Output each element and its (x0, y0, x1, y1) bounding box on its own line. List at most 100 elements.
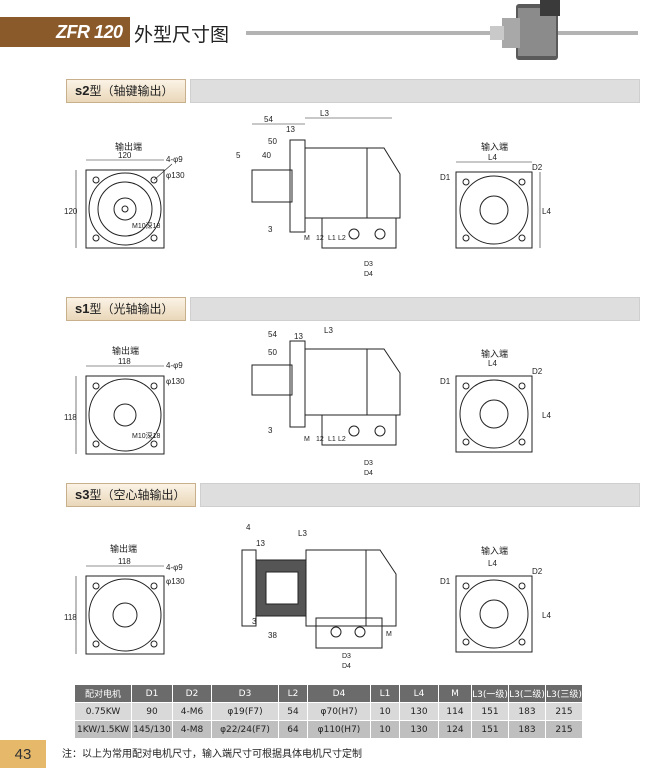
svg-text:L1: L1 (328, 235, 336, 242)
model-title: ZFR 120 (56, 22, 123, 42)
svg-text:50: 50 (268, 137, 277, 146)
svg-text:4-φ9: 4-φ9 (166, 563, 183, 572)
svg-text:13: 13 (286, 125, 295, 134)
svg-text:M: M (304, 436, 310, 443)
table-cell: 183 (508, 720, 546, 739)
svg-text:L4: L4 (488, 559, 497, 568)
svg-text:3: 3 (252, 617, 257, 626)
table-header: D2 (172, 684, 212, 703)
svg-text:D2: D2 (532, 367, 543, 376)
svg-text:D4: D4 (364, 470, 373, 477)
svg-text:D3: D3 (364, 261, 373, 268)
svg-text:4-φ9: 4-φ9 (166, 155, 183, 164)
input-end-label: 输入端 (481, 143, 509, 153)
table-cell: 114 (438, 702, 472, 721)
svg-text:13: 13 (256, 539, 265, 548)
table-cell: φ70(H7) (307, 702, 371, 721)
table-row: 0.75KW 90 4-M6 φ19(F7) 54 φ70(H7) 10 130… (74, 702, 583, 721)
svg-text:118: 118 (118, 557, 131, 566)
header-block (0, 17, 130, 47)
table-cell: 90 (131, 702, 173, 721)
svg-text:M: M (386, 631, 392, 638)
table-header: L1 (370, 684, 400, 703)
svg-text:D1: D1 (440, 377, 451, 386)
svg-text:L4: L4 (542, 411, 551, 420)
table-header: L3(二级) (508, 684, 546, 703)
table-header: D3 (211, 684, 279, 703)
svg-text:118: 118 (64, 613, 77, 622)
svg-text:L4: L4 (488, 359, 497, 368)
side-view-s1: 54 13 L3 50 3 12 M D3 D4 L1 L2 (251, 326, 401, 477)
svg-text:L4: L4 (542, 611, 551, 620)
svg-text:D1: D1 (440, 577, 451, 586)
table-cell: 130 (399, 720, 439, 739)
svg-text:L2: L2 (338, 436, 346, 443)
svg-text:L4: L4 (542, 207, 551, 216)
table-cell: 130 (399, 702, 439, 721)
svg-text:M10深18: M10深18 (132, 221, 161, 230)
svg-text:12: 12 (316, 436, 324, 443)
table-cell: 64 (278, 720, 308, 739)
section-bar-s2 (190, 79, 640, 103)
table-cell: φ22/24(F7) (211, 720, 279, 739)
svg-text:12: 12 (316, 235, 324, 242)
svg-text:3: 3 (268, 225, 273, 234)
svg-text:40: 40 (262, 151, 271, 160)
svg-text:D3: D3 (342, 653, 351, 660)
svg-text:D4: D4 (364, 271, 373, 278)
output-flange-view-s1: 118 118 4-φ9 φ130 M10深18 (64, 357, 185, 455)
table-row: 1KW/1.5KW 145/130 4-M8 φ22/24(F7) 64 φ11… (74, 720, 583, 739)
svg-text:L1: L1 (328, 436, 336, 443)
table-header: L3(三级) (545, 684, 583, 703)
table-cell: 151 (471, 720, 509, 739)
gearbox-photo (490, 0, 560, 60)
svg-text:54: 54 (264, 115, 273, 124)
spec-table: 配对电机 D1 D2 D3 L2 D4 L1 L4 M L3(一级) L3(二级… (74, 684, 583, 739)
table-header-row: 配对电机 D1 D2 D3 L2 D4 L1 L4 M L3(一级) L3(二级… (74, 684, 583, 703)
svg-text:M: M (304, 235, 310, 242)
input-end-label: 输入端 (481, 350, 509, 360)
svg-text:φ130: φ130 (166, 377, 185, 386)
svg-text:L3: L3 (320, 110, 329, 118)
svg-text:50: 50 (268, 348, 277, 357)
svg-text:120: 120 (64, 207, 78, 216)
section-tag-s1: s1型（光轴输出） (66, 297, 186, 321)
svg-text:D2: D2 (532, 567, 543, 576)
table-cell: 151 (471, 702, 509, 721)
input-flange-view-s1: L4 D1 D2 L4 (440, 359, 551, 453)
table-cell: 145/130 (131, 720, 173, 739)
svg-text:L3: L3 (324, 326, 333, 335)
output-flange-view-s3: 118 118 4-φ9 φ130 (64, 557, 185, 655)
svg-text:54: 54 (268, 330, 277, 339)
table-header: D4 (307, 684, 371, 703)
svg-text:L3: L3 (298, 529, 307, 538)
section-tag-s3: s3型（空心轴输出） (66, 483, 196, 507)
section-bar-s1 (190, 297, 640, 321)
section-bar-s3 (200, 483, 640, 507)
input-flange-view-s3: L4 D1 D2 L4 (440, 559, 551, 653)
svg-text:118: 118 (64, 413, 77, 422)
table-cell: 10 (370, 702, 400, 721)
table-cell: 215 (545, 702, 583, 721)
section-tag-s2: s2型（轴键输出） (66, 79, 186, 103)
svg-text:D4: D4 (342, 663, 351, 670)
table-cell: 4-M8 (172, 720, 212, 739)
table-cell: 215 (545, 720, 583, 739)
table-header: 配对电机 (74, 684, 132, 703)
svg-text:D2: D2 (532, 163, 543, 172)
svg-text:5: 5 (236, 151, 241, 160)
output-end-label: 输出端 (112, 347, 140, 357)
output-end-label: 输出端 (110, 545, 138, 555)
footnote: 注：以上为常用配对电机尺寸，输入端尺寸可根据具体电机尺寸定制 (62, 749, 362, 760)
side-view-s2: 54 13 L3 50 40 5 3 12 M D3 D4 L1 L2 (236, 110, 401, 278)
svg-text:3: 3 (268, 426, 273, 435)
svg-text:φ130: φ130 (166, 171, 185, 180)
side-view-s3: 4 13 L3 38 3 M D3 D4 (241, 523, 397, 670)
svg-text:D1: D1 (440, 173, 451, 182)
output-end-label: 输出端 (115, 143, 143, 153)
svg-text:120: 120 (118, 151, 132, 160)
table-cell: 54 (278, 702, 308, 721)
input-flange-view-s2: L4 D1 D2 L4 (440, 153, 551, 249)
header-rule (246, 31, 638, 35)
svg-text:φ130: φ130 (166, 577, 185, 586)
